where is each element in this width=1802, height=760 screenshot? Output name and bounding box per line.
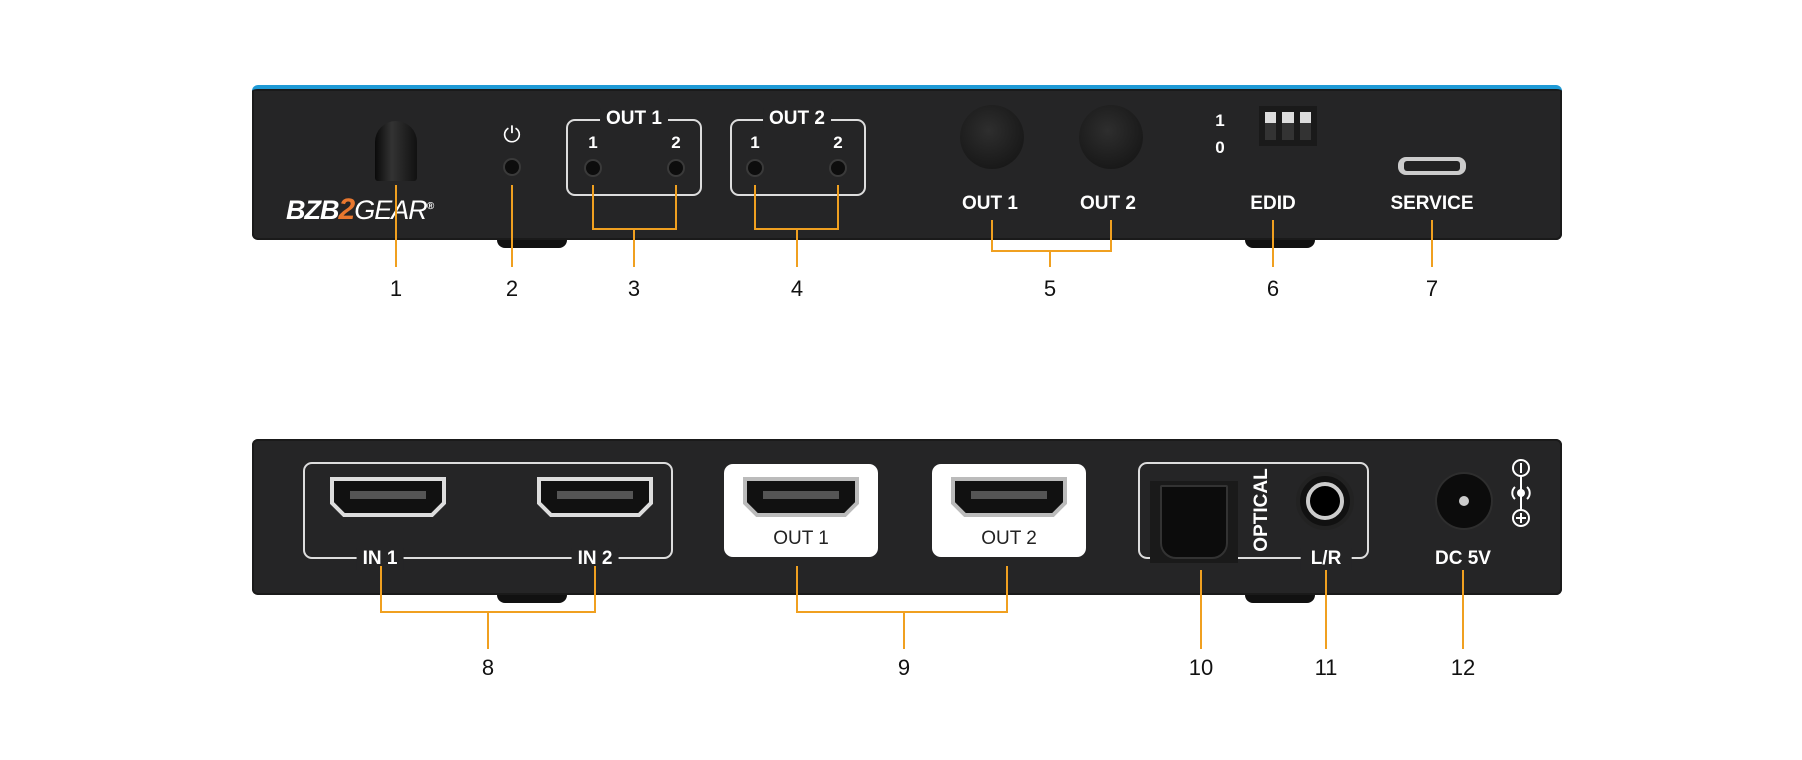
hdmi-in2-port[interactable] <box>535 475 655 519</box>
leader-line <box>675 185 677 230</box>
callout-number: 2 <box>505 276 519 301</box>
service-label: SERVICE <box>1390 193 1474 214</box>
leader-line <box>1325 570 1327 649</box>
out1-led-1 <box>586 161 600 175</box>
leader-line <box>594 566 596 613</box>
hdmi-in1-port[interactable] <box>328 475 448 519</box>
dip-label-1: 1 <box>1215 111 1225 130</box>
callout-number: 3 <box>627 276 641 301</box>
optical-port[interactable] <box>1150 481 1238 563</box>
edid-dip-switch[interactable] <box>1259 106 1317 146</box>
leader-line <box>633 228 635 267</box>
leader-line <box>796 228 798 267</box>
callout-number: 11 <box>1314 655 1338 680</box>
dip-label-0: 0 <box>1215 138 1225 157</box>
foot <box>1245 593 1315 603</box>
out1-led-group <box>566 119 702 196</box>
led-label: 1 <box>588 133 598 152</box>
out2-port-label: OUT 2 <box>981 528 1037 549</box>
foot <box>497 238 567 248</box>
input-group <box>303 462 673 559</box>
lr-label: L/R <box>1300 548 1352 570</box>
led-label: 2 <box>671 133 681 152</box>
hdmi-out1-port[interactable] <box>741 475 861 519</box>
analog-audio-jack[interactable] <box>1296 472 1354 530</box>
out2-select-button[interactable] <box>1079 105 1143 169</box>
out2-led-2 <box>831 161 845 175</box>
in2-label: IN 2 <box>571 548 619 570</box>
leader-line <box>1200 570 1202 649</box>
out1-button-label: OUT 1 <box>962 193 1018 214</box>
callout-number: 10 <box>1188 655 1214 680</box>
led-label: 1 <box>750 133 760 152</box>
leader-line <box>395 185 397 267</box>
polarity-icon <box>1511 459 1531 527</box>
callout-number: 12 <box>1450 655 1476 680</box>
out2-led-group <box>730 119 866 196</box>
ir-sensor <box>375 121 417 181</box>
callout-number: 7 <box>1425 276 1439 301</box>
callout-number: 9 <box>897 655 911 680</box>
out1-port-label: OUT 1 <box>773 528 829 549</box>
leader-line <box>592 185 594 230</box>
led-label: 2 <box>833 133 843 152</box>
leader-line <box>1110 220 1112 252</box>
leader-line <box>1006 566 1008 613</box>
leader-line <box>991 220 993 252</box>
front-panel <box>252 85 1562 240</box>
leader-line <box>1431 220 1433 267</box>
leader-line <box>837 185 839 230</box>
micro-usb-service-port[interactable] <box>1398 157 1466 175</box>
leader-line <box>1049 250 1051 267</box>
out1-select-button[interactable] <box>960 105 1024 169</box>
leader-line <box>991 250 1112 252</box>
leader-line <box>1462 570 1464 649</box>
brand-logo: BZB2GEAR® <box>286 193 434 226</box>
power-icon: ⏻ <box>503 122 521 147</box>
callout-number: 8 <box>481 655 495 680</box>
dc-power-jack[interactable] <box>1437 474 1491 528</box>
out2-group-title: OUT 2 <box>763 108 831 130</box>
foot <box>497 593 567 603</box>
hdmi-out2-port[interactable] <box>949 475 1069 519</box>
leader-line <box>754 185 756 230</box>
leader-line <box>903 611 905 649</box>
callout-number: 5 <box>1043 276 1057 301</box>
leader-line <box>1272 220 1274 267</box>
leader-line <box>796 566 798 613</box>
out2-led-1 <box>748 161 762 175</box>
leader-line <box>487 611 489 649</box>
leader-line <box>796 611 1008 613</box>
out1-led-2 <box>669 161 683 175</box>
callout-number: 4 <box>790 276 804 301</box>
audio-group <box>1138 462 1369 559</box>
in1-label: IN 1 <box>356 548 404 570</box>
leader-line <box>511 185 513 267</box>
optical-label: OPTICAL <box>1251 468 1272 552</box>
dc-5v-label: DC 5V <box>1435 548 1491 569</box>
out1-group-title: OUT 1 <box>600 108 668 130</box>
edid-label: EDID <box>1250 193 1296 214</box>
callout-number: 1 <box>389 276 403 301</box>
out2-button-label: OUT 2 <box>1080 193 1136 214</box>
power-led <box>505 160 519 174</box>
callout-number: 6 <box>1266 276 1280 301</box>
foot <box>1245 238 1315 248</box>
leader-line <box>380 566 382 613</box>
